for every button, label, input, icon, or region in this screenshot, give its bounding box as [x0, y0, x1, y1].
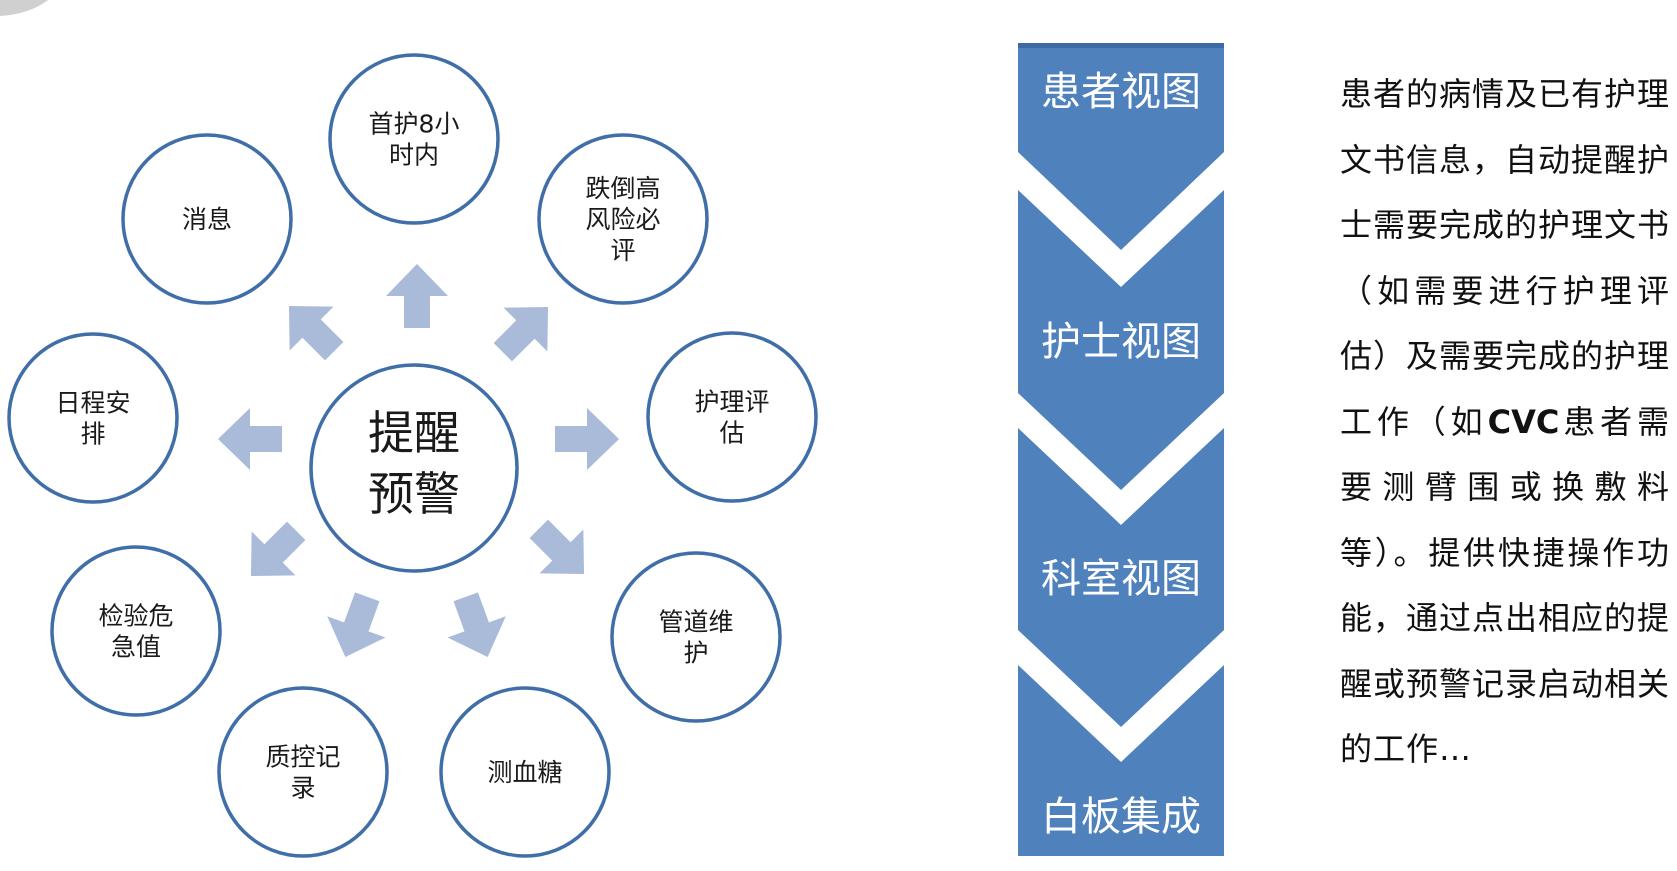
arrow-8 — [218, 408, 282, 470]
chevron-shape — [1018, 190, 1224, 490]
view-step-3: 科室视图 — [1018, 428, 1224, 727]
view-step-label: 白板集成 — [1041, 794, 1201, 840]
node-circle — [610, 551, 782, 723]
center-label-line1: 提醒 — [368, 406, 460, 460]
view-step-label: 护士视图 — [1041, 319, 1201, 365]
view-step-2: 护士视图 — [1018, 190, 1224, 490]
arrow-4 — [529, 519, 585, 575]
node-nursing-assessment: 护理评估 — [646, 331, 818, 503]
view-step-1: 患者视图 — [1018, 43, 1224, 250]
node-label-line: 护理评 — [694, 388, 769, 417]
node-messages: 消息 — [121, 133, 293, 305]
chevron-shape — [1018, 665, 1224, 856]
node-circle — [328, 53, 500, 225]
center-circle — [309, 363, 519, 573]
arrow-1 — [386, 264, 448, 328]
arrow-9 — [288, 305, 344, 361]
node-label-line: 护 — [683, 639, 708, 668]
node-circle — [7, 332, 179, 504]
node-label-line: 时内 — [389, 141, 439, 170]
node-label-line: 评 — [610, 236, 635, 265]
arrow-2 — [493, 306, 549, 362]
view-step-4: 白板集成 — [1018, 665, 1224, 856]
corner-decoration — [0, 0, 48, 16]
node-label-line: 急值 — [111, 633, 161, 662]
node-label-line: 风险必 — [585, 205, 660, 234]
description-part2: 患者需要测臂围或换敷料等）。提供快捷操作功能，通过点出相应的提醒或预警记录启动相… — [1340, 402, 1671, 769]
node-label-line: 估 — [719, 419, 744, 448]
node-label-line: 质控记 — [265, 743, 340, 772]
node-circle — [50, 545, 222, 717]
node-label-line: 跌倒高 — [585, 174, 660, 203]
chevron-shape — [1018, 43, 1224, 250]
chevron-top-band — [1018, 43, 1224, 48]
node-circle — [646, 331, 818, 503]
view-step-label: 科室视图 — [1041, 556, 1201, 602]
arrow-5 — [447, 592, 506, 657]
node-label-line: 首护8小 — [369, 110, 460, 139]
node-label-line: 消息 — [182, 205, 232, 234]
node-label-line: 日程安 — [55, 389, 130, 418]
radial-arrows — [218, 264, 619, 657]
chevron-shape — [1018, 428, 1224, 727]
node-label-line: 管道维 — [658, 608, 733, 637]
center-label-line2: 预警 — [368, 467, 460, 521]
node-circle — [121, 133, 293, 305]
center-node: 提醒 预警 — [309, 363, 519, 573]
node-label-line: 测血糖 — [487, 758, 562, 787]
arrow-6 — [327, 592, 386, 657]
description-highlight: CVC — [1487, 402, 1560, 441]
node-label-line: 检验危 — [98, 602, 173, 631]
node-circle — [439, 686, 611, 858]
node-circle — [217, 686, 389, 858]
node-blood-glucose: 测血糖 — [439, 686, 611, 858]
node-label-line: 录 — [290, 774, 315, 803]
node-label-line: 排 — [80, 420, 105, 449]
view-step-label: 患者视图 — [1041, 69, 1201, 115]
description-part1: 患者的病情及已有护理文书信息，自动提醒护士需要完成的护理文书（如需要进行护理评估… — [1340, 75, 1671, 441]
description-text: 患者的病情及已有护理文书信息，自动提醒护士需要完成的护理文书（如需要进行护理评估… — [1340, 62, 1670, 783]
node-circle — [537, 133, 709, 305]
arrow-7 — [250, 521, 306, 577]
arrow-3 — [555, 408, 619, 470]
